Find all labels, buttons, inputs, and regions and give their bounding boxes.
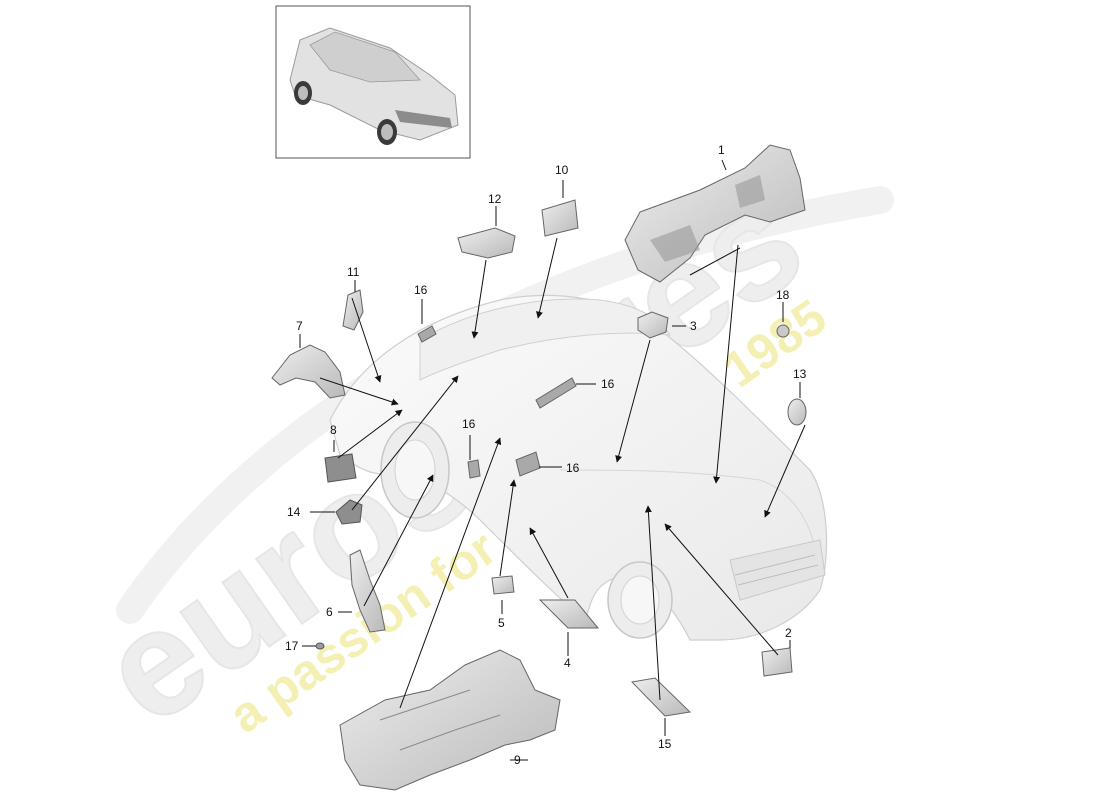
callout-11: 11 — [347, 265, 360, 279]
part-11[interactable] — [342, 289, 364, 331]
callout-10: 10 — [555, 163, 569, 177]
callout-12: 12 — [488, 192, 502, 206]
callout-8: 8 — [330, 423, 337, 437]
callout-5: 5 — [498, 616, 505, 630]
callout-1: 1 — [718, 143, 725, 157]
part-7[interactable] — [271, 344, 346, 399]
part-16-b[interactable] — [535, 377, 577, 409]
part-15[interactable] — [630, 677, 692, 717]
part-5[interactable] — [491, 575, 515, 595]
callout-14: 14 — [287, 505, 301, 519]
callout-15: 15 — [658, 737, 672, 751]
part-16-a[interactable] — [417, 325, 437, 343]
part-18[interactable] — [776, 324, 790, 338]
callout-16-a: 16 — [414, 283, 428, 297]
part-10[interactable] — [541, 199, 579, 237]
callout-7: 7 — [296, 319, 303, 333]
part-12[interactable] — [457, 227, 516, 259]
callout-16-b: 16 — [601, 377, 615, 391]
part-17[interactable] — [315, 642, 325, 650]
callout-9: 9 — [514, 753, 521, 767]
part-9-floor-insulation[interactable] — [339, 649, 561, 791]
part-3[interactable] — [637, 311, 669, 339]
callout-4: 4 — [564, 656, 571, 670]
callout-16-d: 16 — [566, 461, 580, 475]
callout-17: 17 — [285, 639, 299, 653]
callout-13: 13 — [793, 367, 807, 381]
part-2[interactable] — [761, 647, 793, 677]
part-8[interactable] — [324, 453, 357, 483]
callout-6: 6 — [326, 605, 333, 619]
part-13[interactable] — [787, 398, 807, 426]
part-16-d[interactable] — [515, 451, 541, 477]
parts — [271, 144, 807, 791]
callout-3: 3 — [690, 319, 697, 333]
callout-2: 2 — [785, 626, 792, 640]
vehicle-thumbnail — [275, 5, 471, 159]
leader-lines — [299, 159, 806, 761]
part-16-c[interactable] — [467, 459, 481, 479]
callout-18: 18 — [776, 288, 790, 302]
part-6[interactable] — [349, 549, 386, 633]
callout-labels: 1 2 3 4 5 6 7 8 9 10 11 12 13 14 15 16 1… — [285, 143, 807, 767]
thumbnail-car-icon — [289, 27, 459, 145]
callout-16-c: 16 — [462, 417, 476, 431]
part-4[interactable] — [538, 599, 600, 629]
